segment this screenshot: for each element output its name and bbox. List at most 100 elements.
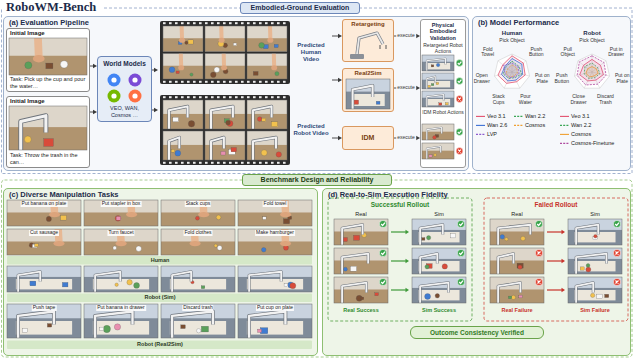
robot-arm <box>211 137 224 160</box>
object <box>425 293 431 299</box>
object <box>434 154 437 157</box>
sprocket <box>277 96 280 98</box>
check-mark <box>381 223 385 226</box>
photo-frame <box>163 100 203 129</box>
photo <box>422 55 454 71</box>
sprocket <box>271 96 274 98</box>
legend-sample <box>560 143 569 144</box>
text-label: Real <box>355 211 366 217</box>
text-label: Push Button <box>526 47 546 59</box>
object <box>436 63 440 67</box>
object <box>46 63 53 69</box>
arrow-line <box>391 289 406 290</box>
robot-arm <box>18 311 54 338</box>
section-banner: Embodied-Ground Evaluation <box>240 2 360 14</box>
photo <box>238 304 312 338</box>
robot-arm <box>420 254 437 274</box>
sprocket <box>205 162 208 164</box>
photo <box>418 290 459 300</box>
object <box>505 238 508 241</box>
object <box>261 150 267 156</box>
text-label: Real Failure <box>501 307 532 313</box>
legend-sample <box>560 116 569 117</box>
object <box>253 71 258 75</box>
sprocket <box>283 96 286 98</box>
photo <box>16 279 72 289</box>
photo-frame <box>568 277 622 303</box>
sprocket <box>205 96 208 98</box>
video-strip: Predicted Human Video <box>158 19 332 86</box>
sprocket <box>187 96 190 98</box>
sprocket <box>175 162 178 164</box>
node-title: IDM <box>362 134 375 142</box>
photo-frame <box>346 79 390 109</box>
node-title: Initial Image <box>10 30 45 37</box>
photo-frame <box>163 54 203 80</box>
legend-text: Cosmos <box>525 122 545 128</box>
photo-frame <box>238 200 312 226</box>
arrow-line <box>391 231 406 232</box>
object <box>426 236 430 240</box>
object <box>375 293 379 296</box>
object <box>431 65 434 67</box>
photo <box>422 143 454 159</box>
robot-arm <box>169 106 188 129</box>
object <box>226 120 231 125</box>
edge-label: execute <box>396 135 416 141</box>
robot-arm <box>427 77 435 89</box>
film-strip <box>160 95 290 165</box>
human-arm <box>180 26 184 39</box>
connector-line <box>90 66 94 67</box>
photo <box>205 54 245 80</box>
object <box>173 117 179 122</box>
photo <box>426 99 450 105</box>
robot-arm <box>249 272 281 292</box>
object <box>231 147 236 151</box>
robot-arm <box>576 254 606 274</box>
result-box: Outcome Consistency Verified <box>410 326 544 339</box>
sprocket <box>193 22 196 24</box>
robot-arm <box>427 95 444 107</box>
text-label: Human <box>151 257 170 263</box>
robot-arm <box>342 254 368 274</box>
human-hand <box>280 241 291 246</box>
sprocket <box>229 81 232 83</box>
photo <box>205 66 245 79</box>
box-fill <box>6 96 90 168</box>
text-label: Stack Cups <box>489 94 509 106</box>
robot-arm <box>420 225 443 245</box>
legend-text: Wan 2.6 <box>487 122 507 128</box>
check-icon <box>456 60 463 67</box>
connector <box>152 68 158 72</box>
text-label: Fold clothes <box>184 230 213 236</box>
process-box: IDM <box>342 126 394 150</box>
sprocket <box>187 162 190 164</box>
human-hand <box>53 241 64 246</box>
arrow-head <box>562 230 566 234</box>
object <box>113 246 117 250</box>
photo-frame <box>247 131 287 160</box>
object <box>103 325 110 332</box>
text-label: Close Drawer <box>569 94 589 106</box>
box-fill <box>342 126 394 150</box>
node-title: (c) Diverse Manipulation Tasks <box>9 191 118 200</box>
connector <box>90 110 97 114</box>
object <box>433 136 437 140</box>
photo-frame <box>490 277 544 303</box>
check-icon <box>457 249 464 256</box>
photo <box>161 266 235 292</box>
photo <box>490 277 544 303</box>
robot-arm <box>427 59 446 71</box>
robot-arm <box>420 283 448 303</box>
object <box>422 238 425 241</box>
connector-line <box>90 112 94 113</box>
photo-frame <box>412 219 466 245</box>
sprocket <box>229 162 232 164</box>
robot-arm <box>172 311 213 338</box>
sprocket <box>265 96 268 98</box>
sprocket <box>169 162 172 164</box>
robot-arm <box>498 225 530 245</box>
robot-arm <box>18 272 40 292</box>
text-label: Pick Object <box>575 38 609 44</box>
model-logo <box>111 77 116 82</box>
